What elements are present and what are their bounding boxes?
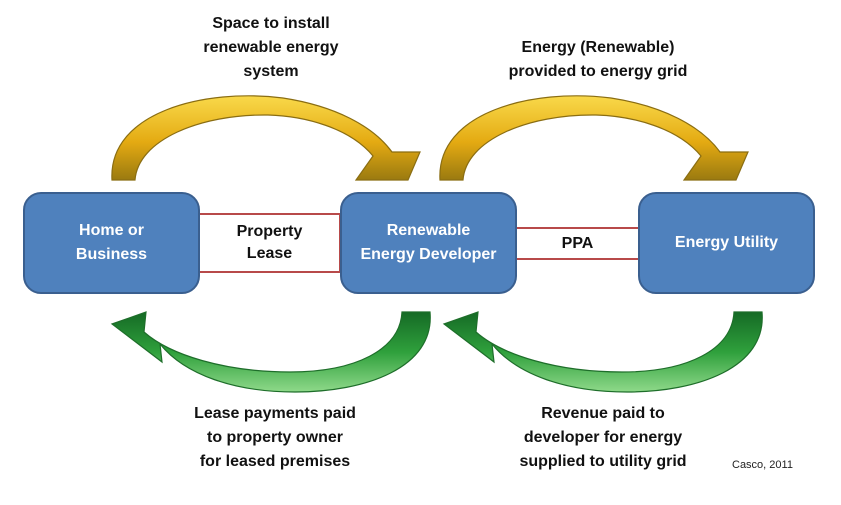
label-revenue-paid: Revenue paid to developer for energy sup… [519, 405, 687, 470]
home-or-business-box: Home or Business [23, 192, 200, 294]
arrow-revenue-to-developer [442, 311, 763, 393]
property-lease-connector: Property Lease [198, 213, 341, 273]
label-energy-provided: Energy (Renewable) provided to energy gr… [508, 39, 688, 80]
renewable-energy-developer-box: Renewable Energy Developer [340, 192, 517, 294]
ppa-connector: PPA [515, 227, 640, 260]
label-lease-payments: Lease payments paid to property owner fo… [194, 405, 356, 470]
arrow-lease-payments-to-home [110, 311, 431, 393]
arrow-space-to-developer [111, 95, 421, 181]
arrow-energy-to-utility [439, 95, 749, 181]
label-space-to-install: Space to install renewable energy system [203, 15, 339, 80]
energy-utility-box: Energy Utility [638, 192, 815, 294]
source-credit: Casco, 2011 [732, 459, 793, 471]
